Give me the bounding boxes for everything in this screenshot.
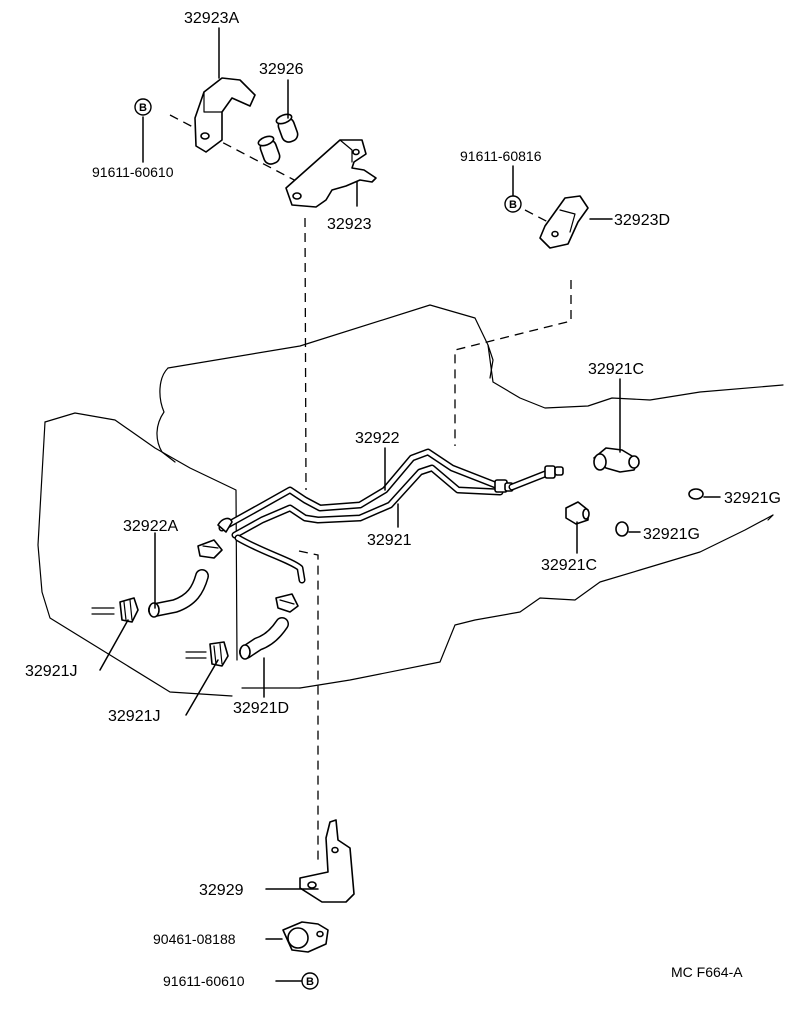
label-90461-08188: 90461-08188 (153, 931, 236, 947)
hose-32922a (148, 569, 209, 618)
label-32921g-upper: 32921G (724, 490, 781, 507)
label-91611-60816: 91611-60816 (460, 148, 542, 164)
label-32926: 32926 (259, 61, 304, 78)
engine-lower-outline (241, 514, 774, 689)
clamp-90461-08188 (282, 921, 329, 953)
clamp-near-hose-32921d (275, 593, 299, 613)
gasket-32921g-upper (688, 488, 704, 500)
tube-32922-upper (218, 448, 502, 532)
label-32921g-lower: 32921G (643, 526, 700, 543)
clamp-32921j-left (91, 597, 139, 623)
label-32923a: 32923A (184, 10, 239, 27)
label-32921: 32921 (367, 532, 412, 549)
label-32923: 32923 (327, 216, 372, 233)
label-32929: 32929 (199, 882, 244, 899)
label-32921d: 32921D (233, 700, 289, 717)
transmission-housing-outline (37, 412, 238, 697)
engine-block-outline (156, 304, 784, 463)
label-32922: 32922 (355, 430, 400, 447)
part-labels: 32923A 32926 91611-60610 32923 91611-608… (25, 10, 781, 989)
bracket-32929 (299, 819, 355, 903)
badge-b-upper-right: B (504, 195, 522, 213)
tube-32921-lower (231, 464, 504, 539)
label-32921c-straight: 32921C (541, 557, 597, 574)
label-91611-60610-upper: 91611-60610 (92, 164, 174, 180)
diagram-code: MC F664-A (671, 964, 743, 980)
clamp-32921j-middle (185, 641, 229, 667)
label-91611-60610-lower: 91611-60610 (163, 973, 245, 989)
union-elbow-32921c (593, 447, 640, 473)
badge-letter: B (139, 102, 147, 114)
gasket-32921g-lower (615, 521, 629, 537)
badge-letter: B (509, 199, 517, 211)
clamp-near-hose-32922a (197, 539, 223, 559)
label-32921j-middle: 32921J (108, 708, 161, 725)
label-32921j-left: 32921J (25, 663, 78, 680)
bracket-32923d (539, 195, 589, 249)
hose-32921d (239, 617, 289, 660)
tube-end-fittings (217, 465, 564, 533)
union-straight-32921c (565, 501, 590, 525)
collar-32926 (257, 113, 299, 165)
badge-letter: B (306, 976, 314, 988)
tube-branch-down (234, 534, 306, 584)
leader-lines (99, 27, 721, 982)
badge-b-upper-left: B (134, 98, 152, 116)
label-32922a: 32922A (123, 518, 178, 535)
alignment-dashed-lines (169, 114, 572, 860)
badge-b-lower: B (301, 972, 319, 990)
bracket-32923 (285, 139, 377, 208)
label-32923d: 32923D (614, 212, 670, 229)
label-32921c-elbow: 32921C (588, 361, 644, 378)
bracket-32923a (194, 77, 256, 153)
